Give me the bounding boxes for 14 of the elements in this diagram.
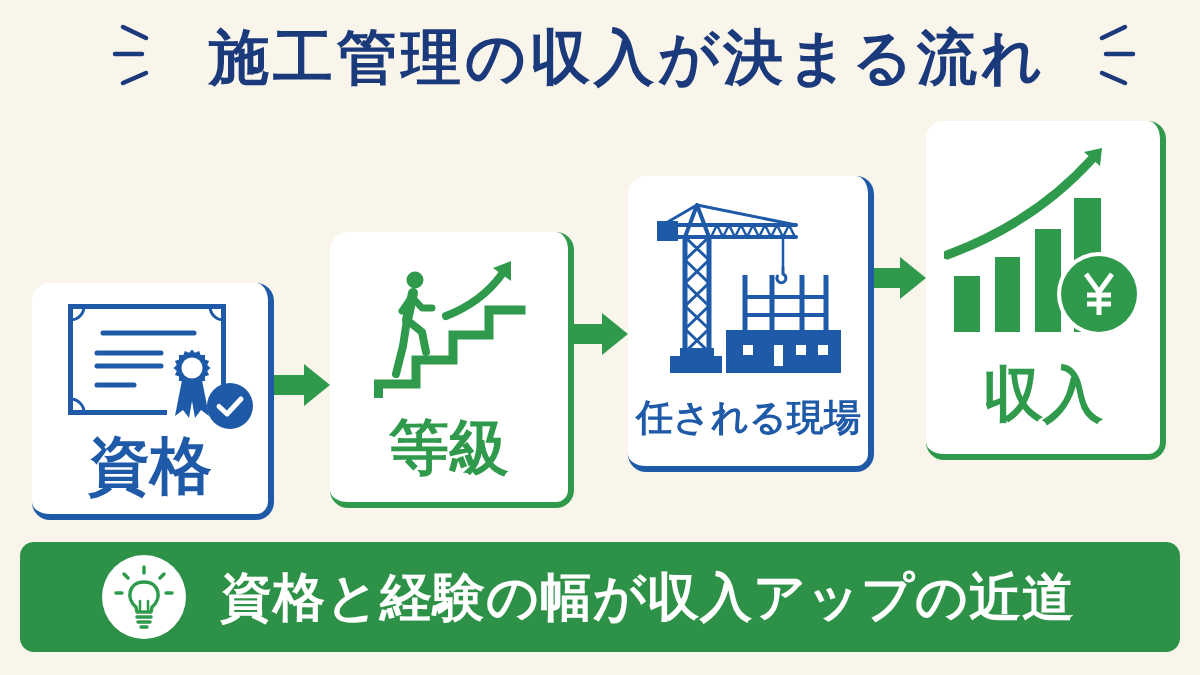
card-label: 等級 [389,412,509,483]
card-label: 収入 [983,359,1103,430]
title: 施工管理の収入が決まる流れ [207,21,1046,93]
arrow [874,257,926,299]
banner [20,542,1180,652]
card-label: 任される現場 [635,396,861,440]
arrow [574,313,628,355]
step-card [628,176,874,472]
banner-text: 資格と経験の幅が収入アップの近道 [220,567,1075,627]
step-card [926,121,1166,460]
arrow [274,364,330,406]
step-card [32,283,274,520]
step-card [330,232,574,508]
card-label: 資格 [88,429,212,502]
